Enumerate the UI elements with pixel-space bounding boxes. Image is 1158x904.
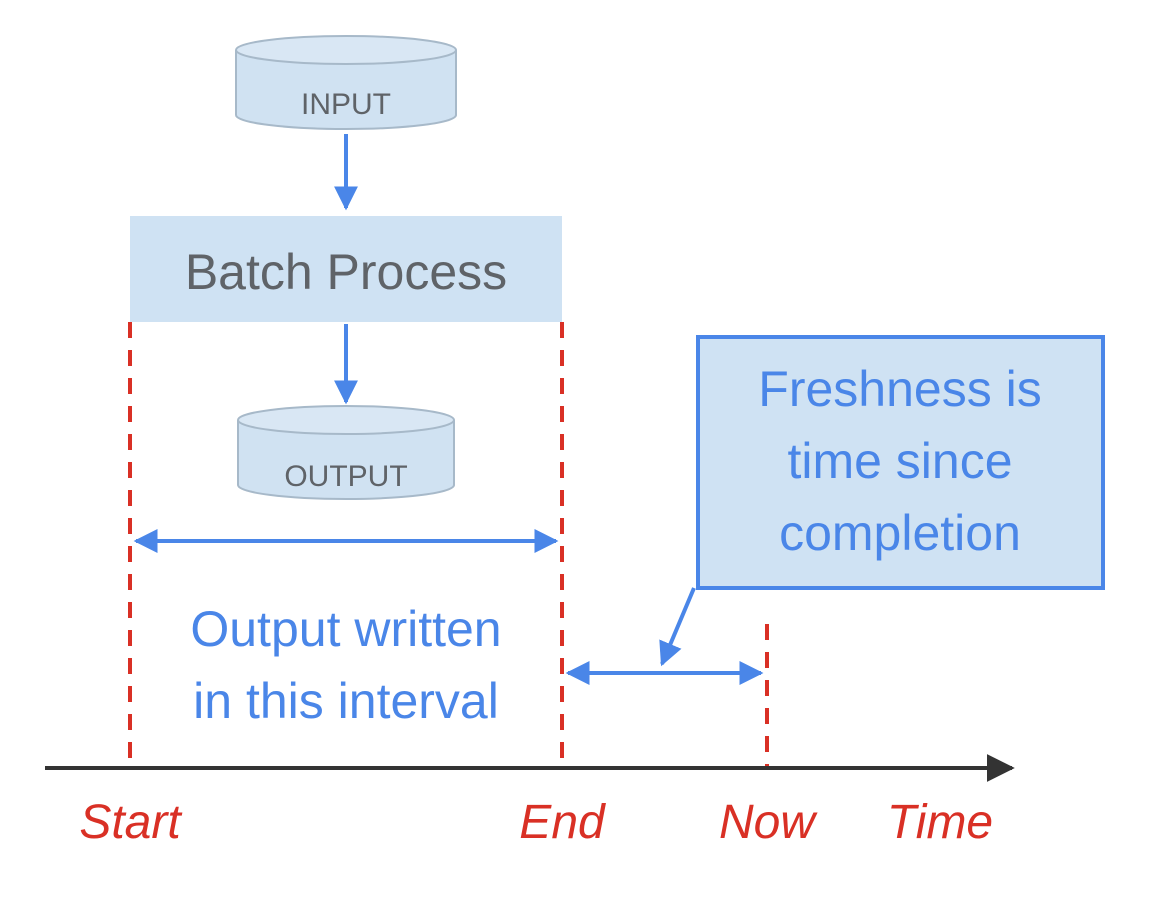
- output-label: OUTPUT: [284, 460, 407, 493]
- end-label: End: [519, 796, 606, 849]
- batch-process-box: Batch Process: [130, 216, 562, 322]
- callout-pointer-arrow: [659, 587, 696, 667]
- batch-process-label: Batch Process: [185, 244, 507, 300]
- time-label: Time: [887, 796, 993, 849]
- input-database: INPUT: [235, 35, 457, 130]
- start-label: Start: [79, 796, 182, 849]
- callout-text-line-2: time since: [787, 433, 1012, 489]
- callout-text-line-3: completion: [779, 505, 1021, 561]
- interval-text-line-1: Output written: [190, 601, 501, 657]
- callout-text-line-1: Freshness is: [758, 361, 1041, 417]
- freshness-callout: Freshness is time since completion: [696, 335, 1105, 590]
- now-label: Now: [719, 796, 818, 849]
- interval-text-line-2: in this interval: [193, 673, 499, 729]
- input-label: INPUT: [301, 88, 391, 121]
- output-database: OUTPUT: [237, 405, 455, 500]
